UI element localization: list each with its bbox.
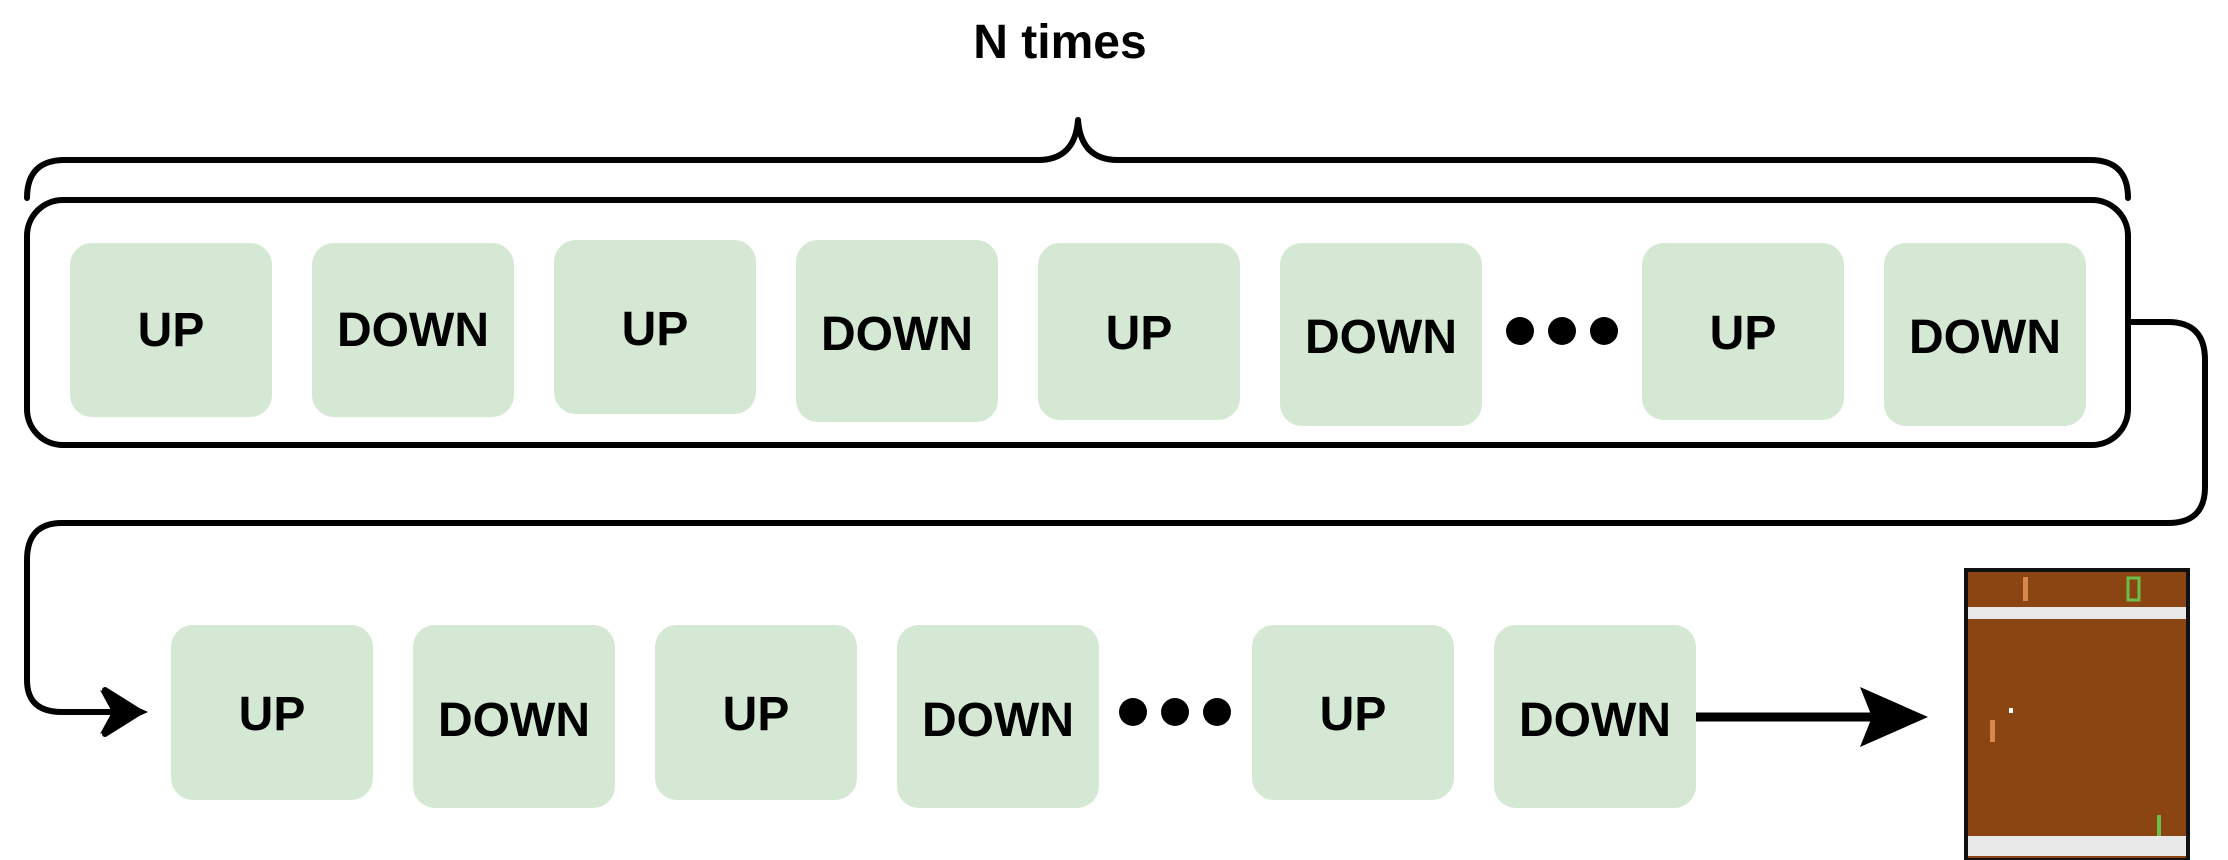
action-label: DOWN: [821, 308, 973, 361]
action-label: DOWN: [337, 304, 489, 357]
pong-game-screen-icon: [1964, 568, 2190, 860]
action-box: DOWN: [796, 240, 998, 422]
ellipsis-icon: [1119, 698, 1231, 726]
action-box: DOWN: [1884, 243, 2086, 426]
action-label: DOWN: [1519, 694, 1671, 747]
action-box: UP: [655, 625, 857, 800]
arrowhead-icon: [100, 690, 148, 734]
action-box: DOWN: [1280, 243, 1482, 426]
action-box: UP: [171, 625, 373, 800]
action-label: UP: [1320, 688, 1387, 741]
action-box: UP: [1252, 625, 1454, 800]
top-row: UP DOWN UP DOWN UP DOWN UP: [70, 240, 2086, 426]
repeat-brace: [24, 117, 2131, 201]
action-box: DOWN: [413, 625, 615, 808]
action-label: DOWN: [438, 694, 590, 747]
repeat-label: N times: [973, 16, 1146, 69]
action-label: DOWN: [1305, 311, 1457, 364]
action-label: DOWN: [922, 694, 1074, 747]
action-label: UP: [138, 304, 205, 357]
bottom-row: UP DOWN UP DOWN UP DOWN: [171, 625, 1696, 808]
arrowhead-icon: [1860, 687, 1928, 747]
action-label: UP: [1710, 307, 1777, 360]
action-box: DOWN: [897, 625, 1099, 808]
action-box: UP: [70, 243, 272, 417]
action-box: UP: [554, 240, 756, 414]
action-label: DOWN: [1909, 311, 2061, 364]
action-label: UP: [239, 688, 306, 741]
connector-line: [24, 319, 2208, 715]
action-box: UP: [1642, 243, 1844, 420]
action-box: DOWN: [1494, 625, 1696, 808]
action-label: UP: [1106, 307, 1173, 360]
ellipsis-icon: [1506, 317, 1618, 345]
action-label: UP: [723, 688, 790, 741]
action-box: UP: [1038, 243, 1240, 420]
action-label: UP: [622, 303, 689, 356]
action-box: DOWN: [312, 243, 514, 417]
